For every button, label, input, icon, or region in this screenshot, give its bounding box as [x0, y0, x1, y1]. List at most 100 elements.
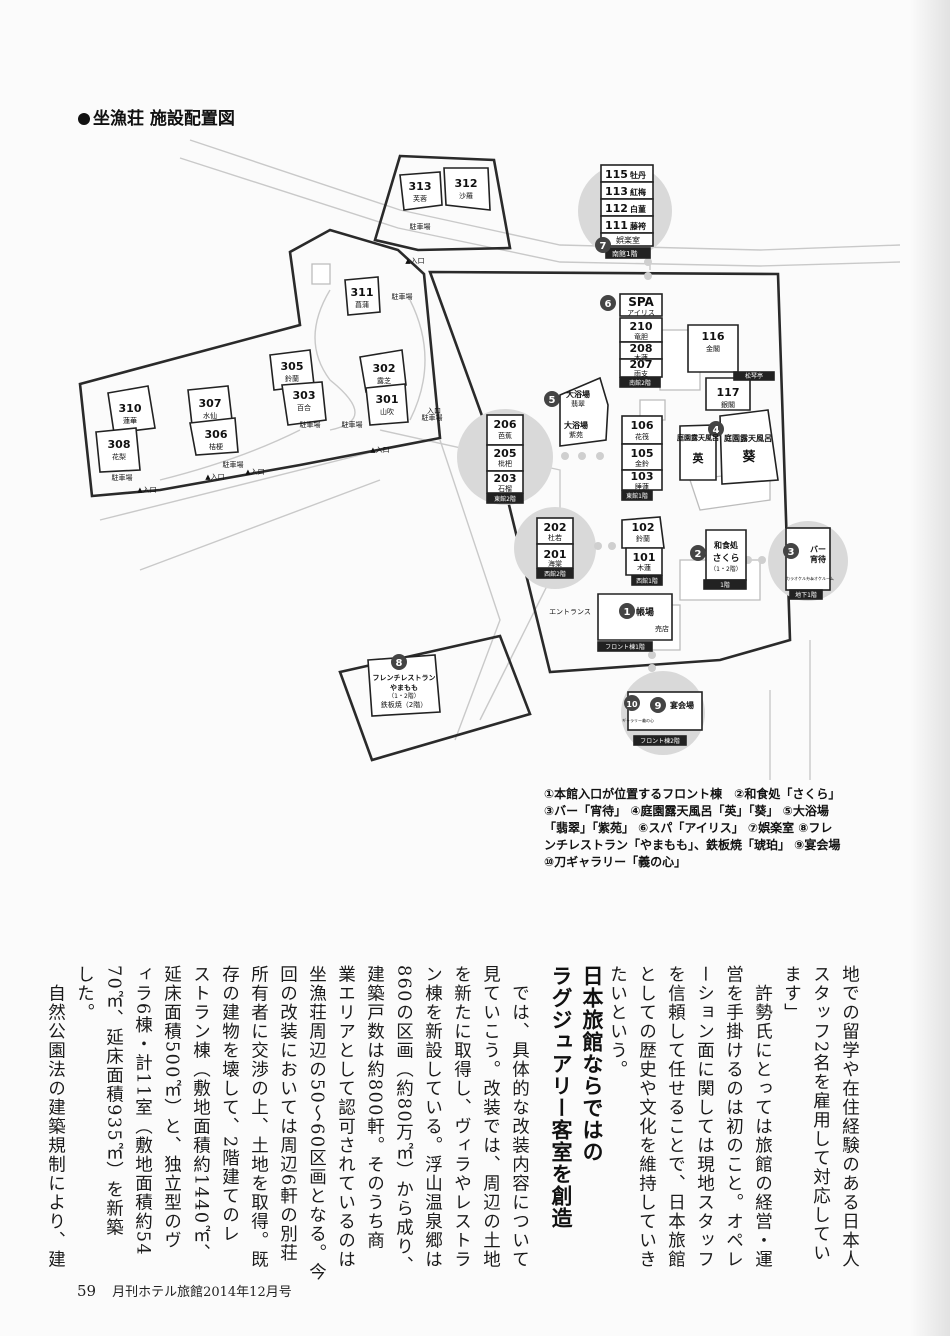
parking-label-7: 駐車場	[112, 473, 133, 482]
badge-8: 8	[396, 658, 403, 669]
sakura-a: 和食処	[714, 540, 739, 550]
front2-banquet: 宴会場	[670, 700, 694, 710]
magazine-name: 月刊ホテル旅館2014年12月号	[112, 1285, 292, 1300]
villa-311	[344, 276, 381, 316]
article-col-24: 70㎡、延床面積935㎡）を新築	[103, 965, 124, 1238]
bath-5b-sub: 紫苑	[569, 430, 583, 439]
south-2f-floor: 南館2階	[629, 379, 651, 387]
villa-312-name: 沙羅	[459, 192, 473, 200]
article-col-9: たいという。	[607, 965, 628, 1079]
article-col-5: 営を手掛けるのは初のこと。オペレ	[723, 965, 744, 1269]
bath-labels: 大浴場 翡翠 大浴場 紫苑 庭園露天風呂 英 庭園露天風呂 葵	[564, 389, 772, 465]
french-d: 鉄板焼（2階）	[381, 700, 427, 709]
east-1f-labels: 106 花筏 105 金鈴 103 睡蓮 東館1階	[626, 419, 654, 500]
article-col-12: を新たに取得し、ヴィラやレストラ	[451, 965, 472, 1269]
west-1f-labels: 102 鈴蘭 101 木蓮 西館1階	[632, 521, 658, 585]
article-col-23: ィラ6棟・計11室（敷地面積約54	[132, 965, 153, 1257]
map-title: 坐漁荘 施設配置図	[78, 104, 235, 129]
badge-2: 2	[695, 549, 702, 560]
room-205-name: 枇杷	[498, 459, 512, 468]
villa-303-name: 百合	[297, 403, 311, 412]
villa-308	[95, 427, 141, 473]
room-203-name: 石榴	[498, 484, 512, 493]
sakura-floor: 1階	[720, 581, 730, 589]
west-1f-102	[621, 516, 665, 549]
badge-7: 7	[600, 241, 607, 252]
room-112-name: 白菫	[630, 204, 646, 214]
sakura-b: さくら	[712, 553, 739, 564]
bar-b: 宵待	[810, 554, 826, 564]
bath-4a-name: 英	[692, 451, 705, 465]
room-106-no: 106	[631, 419, 654, 432]
bath-5	[559, 376, 609, 447]
article-col-20: 存の建物を壊して、2階建てのレ	[219, 965, 240, 1244]
number-badges	[391, 237, 799, 713]
east-2f-labels: 206 芭蕉 205 枇杷 203 石榴 東館2階	[494, 418, 517, 503]
article-col-18: 回の改装においては周辺6軒の別荘	[277, 965, 298, 1263]
bubble-7-floor: 南館1階	[612, 249, 637, 258]
page-edge-shadow	[910, 0, 950, 1336]
room-106-name: 花筏	[635, 432, 649, 441]
front-floor: フロント棟1階	[605, 643, 645, 651]
west-2f-labels: 202 杜若 201 海棠 西館2階	[544, 521, 567, 578]
entrance-label-6: 入口	[427, 407, 441, 415]
badge-9: 9	[655, 701, 662, 712]
site-map: 7 6 5 4 2 3 1 8 10 9 313 芙蓉 312 沙羅 311 菖…	[78, 139, 901, 780]
room-101-no: 101	[633, 551, 656, 564]
bath-5a-sub: 翡翠	[571, 399, 585, 408]
article-col-21: ストラン棟（敷地面積約1440㎡、	[190, 965, 211, 1263]
room-103-no: 103	[631, 470, 654, 483]
bath-4-a	[679, 424, 717, 481]
bath-4b: 庭園露天風呂	[724, 433, 772, 443]
section-heading-2: ラグジュアリー客室を創造	[549, 965, 573, 1229]
french-c: （1・2階）	[388, 692, 420, 700]
bath-5b: 大浴場	[564, 420, 588, 430]
article-col-4: 許勢氏にとっては旅館の経営・運	[752, 965, 773, 1269]
room-117-no: 117	[717, 386, 740, 399]
legend-line-3: 「翡翠」「紫苑」 ⑥スパ「アイリス」 ⑦娯楽室 ⑧フレ	[544, 821, 833, 835]
villa-302-no: 302	[373, 362, 396, 375]
villa-311-name: 菖蒲	[355, 300, 369, 309]
villa-311-no: 311	[351, 286, 374, 299]
parking-label-3: 駐車場	[422, 413, 443, 422]
room-102-name: 鈴蘭	[636, 534, 650, 543]
room-115-name: 牡丹	[630, 170, 646, 180]
article-col-3: ます」	[781, 965, 802, 1022]
map-labels: 313 芙蓉 312 沙羅 311 菖蒲 310 蓮華 308 花梨 307 水…	[108, 168, 834, 745]
parking-labels: 駐車場 ▲入口 駐車場 駐車場 駐車場 駐車場 ▲入口 駐車場 ▲入口 駐車場 …	[112, 222, 591, 616]
legend-line-2: ③バー「宵待」 ④庭園露天風呂「英」「葵」 ⑤大浴場	[544, 804, 829, 818]
entrance-label-3: ▲入口	[205, 473, 224, 481]
legend-line-5: ⑩刀ギャラリー「義の心」	[544, 855, 687, 869]
room-extra: 娯楽室	[616, 235, 640, 245]
bubble-7-labels: 115 牡丹 113 紅梅 112 白菫 111 藤袴 娯楽室 南館1階	[605, 168, 647, 258]
pine-corridor: 松琴亭	[745, 372, 763, 380]
room-101-name: 木蓮	[637, 563, 651, 572]
villa-307-name: 水仙	[203, 411, 217, 420]
article-col-1: 地での留学や在住経験のある日本人	[839, 965, 860, 1269]
front-lobby: 帳場	[636, 606, 654, 618]
room-207-no: 207	[630, 358, 653, 371]
bath-4-b	[719, 409, 779, 485]
villa-310-no: 310	[119, 402, 142, 415]
villa-301	[365, 383, 409, 426]
parking-label-6: 駐車場	[223, 460, 244, 469]
zone-north	[373, 154, 512, 252]
villa-302-name: 露芝	[377, 376, 391, 385]
spa-label: SPA	[628, 295, 654, 309]
map-legend: ①本館入口が位置するフロント棟 ②和食処「さくら」 ③バー「宵待」 ④庭園露天風…	[544, 786, 874, 871]
bar-a: バー	[810, 545, 826, 554]
entrance-label-4: ▲入口	[137, 486, 156, 494]
villa-312-no: 312	[455, 177, 478, 190]
villa-308-name: 花梨	[112, 452, 126, 461]
front-shop: 売店	[655, 624, 669, 633]
map-buildings	[95, 164, 831, 746]
badge-1: 1	[624, 607, 631, 618]
west-1f-floor: 西館1階	[636, 577, 658, 585]
room-207-name: 雨支	[634, 369, 648, 378]
zone-west	[78, 228, 442, 498]
room-202-name: 杜若	[548, 533, 562, 542]
villa-313	[399, 171, 443, 211]
parking-label-2: 駐車場	[392, 292, 413, 301]
bar-karaoke1: カラオケルーム	[786, 575, 814, 581]
legend-line-1: ①本館入口が位置するフロント棟 ②和食処「さくら」	[544, 787, 841, 801]
